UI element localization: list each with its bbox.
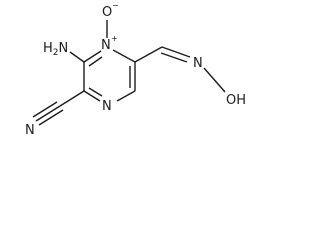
bond-c6-n1-inner bbox=[88, 56, 103, 67]
nitrile-group bbox=[32, 90, 85, 126]
oxime-group bbox=[134, 46, 226, 93]
oxime-n-label: N bbox=[193, 56, 203, 71]
amino-label: H2N bbox=[43, 41, 68, 58]
bond-cn-triple-c bbox=[38, 109, 64, 126]
bond-cn-triple-b bbox=[32, 101, 58, 118]
bond-c3-n4 bbox=[116, 90, 136, 102]
bond-c6-n1 bbox=[83, 50, 102, 63]
amino-h: H bbox=[43, 41, 53, 56]
bond-n4-c5 bbox=[83, 90, 101, 102]
structure-diagram: N + O − N H2N N N OH bbox=[25, 1, 247, 138]
bond-cn-triple-a bbox=[35, 105, 61, 122]
bond-c6-amino bbox=[69, 51, 85, 63]
bond-n4-c5-inner bbox=[88, 87, 103, 97]
oxide-o-charge: − bbox=[112, 1, 119, 10]
ring-n-label: N bbox=[102, 99, 112, 114]
n-oxide-charge: + bbox=[111, 34, 118, 43]
pyrazine-ring bbox=[83, 49, 136, 102]
bond-ch-n-b bbox=[160, 52, 188, 63]
nitrile-n-label: N bbox=[25, 123, 35, 138]
hydroxyl-label: OH bbox=[226, 93, 246, 108]
amino-subscript: 2 bbox=[53, 48, 59, 58]
amino-n: N bbox=[59, 41, 69, 56]
bond-c5-cn bbox=[59, 90, 85, 107]
oxide-o-label: O bbox=[102, 5, 112, 20]
molecule-svg: N + O − N H2N N N OH bbox=[25, 1, 246, 138]
bond-ch-n-a bbox=[161, 46, 191, 58]
bond-n-oh bbox=[203, 67, 226, 93]
bond-n1-c2 bbox=[112, 49, 136, 63]
n-oxide-label: N bbox=[101, 38, 111, 53]
bond-c3-ch bbox=[134, 46, 163, 63]
